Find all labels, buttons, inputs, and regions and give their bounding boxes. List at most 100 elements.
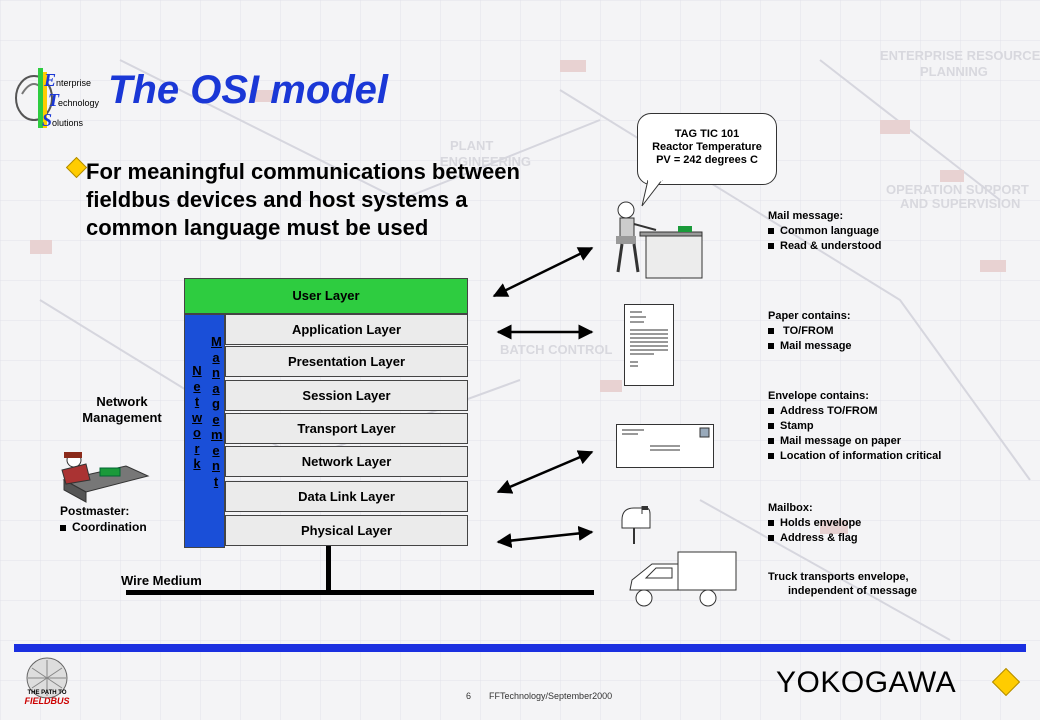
management-letter: a [212,349,220,365]
truck-icon [629,551,737,607]
envelope-heading: Envelope contains: [768,390,869,402]
yokogawa-wordmark: YOKOGAWA [776,666,957,699]
svg-text:T: T [48,90,60,110]
network-letter: w [192,409,203,425]
management-letter: g [212,396,220,411]
bullet-square-icon [768,328,774,335]
bullet-square-icon [768,243,774,250]
osi-layer-transport: Transport Layer [225,413,468,444]
svg-text:BATCH CONTROL: BATCH CONTROL [500,342,612,357]
network-management-bar [184,314,225,548]
osi-layer-presentation: Presentation Layer [225,346,468,377]
paper-item: TO/FROM [768,325,852,337]
bullet-square-icon [768,453,774,460]
bubble-line-1: TAG TIC 101 [674,128,740,140]
osi-layer-network: Network Layer [225,446,468,477]
mail-message-item-text: Read & understood [780,240,882,252]
logo-line-3: olutions [52,118,84,128]
bullet-square-icon [768,343,774,350]
envelope-block: Envelope contains: Address TO/FROM Stamp… [768,390,941,462]
arrows [492,246,594,549]
arrow-user-to-message [492,246,594,298]
paper-heading: Paper contains: [768,310,851,322]
svg-text:E: E [43,70,56,90]
page-title: The OSI model [108,68,389,112]
paper-block: Paper contains: TO/FROM Mail message [768,310,852,352]
postmaster-desk-icon [61,452,150,503]
badge-line-1: THE PATH TO [28,690,67,696]
envelope-item-text: Mail message on paper [780,435,902,447]
mailbox-icon [621,506,651,544]
network-letter: N [192,363,202,378]
svg-text:ENTERPRISE RESOURCE: ENTERPRISE RESOURCE [880,48,1040,63]
bullet-square-icon [768,535,774,542]
postmaster-item: Coordination [60,520,147,534]
bubble-line-2: Reactor Temperature [652,141,762,153]
mail-message-item: Common language [768,225,881,237]
logo-line-2: echnology [58,98,100,108]
logo-line-1: nterprise [56,78,91,88]
mailbox-item: Address & flag [768,532,861,544]
bullet-square-icon [60,524,66,531]
envelope-item-text: Stamp [780,420,814,432]
paper-item-text: TO/FROM [780,325,834,337]
bubble-tail [641,180,663,207]
management-letter: n [212,458,220,473]
envelope-item-text: Address TO/FROM [780,405,878,417]
path-to-fieldbus-logo: THE PATH TO FIELDBUS [25,657,70,706]
osi-layer-data-link: Data Link Layer [225,481,468,512]
network-letter: t [194,394,200,409]
mail-message-block: Mail message: Common language Read & und… [768,210,881,252]
badge-line-2: FIELDBUS [25,696,70,706]
envelope-icon [616,424,714,468]
management-letter: a [212,380,220,396]
network-letter: r [194,440,200,456]
management-letter: e [212,411,220,427]
network-letter: o [193,425,201,440]
user-layer: User Layer [184,278,468,314]
svg-text:OPERATION SUPPORT: OPERATION SUPPORT [886,182,1029,197]
mailbox-block: Mailbox: Holds envelope Address & flag [768,502,861,544]
wire-medium-line [126,546,594,595]
svg-text:ENGINEERING: ENGINEERING [440,154,531,169]
truck-block: Truck transports envelope, independent o… [768,571,917,597]
bullet-square-icon [768,520,774,527]
envelope-item: Stamp [768,420,941,432]
bullet-square-icon [768,228,774,235]
envelope-item-text: Location of information critical [780,450,942,462]
paper-item: Mail message [768,340,852,352]
stamp [699,427,710,438]
management-letter: M [211,334,222,349]
envelope-item: Mail message on paper [768,435,941,447]
network-management-label: Network Management [82,394,162,425]
postmaster-item-text: Coordination [72,520,147,534]
mailbox-item-text: Holds envelope [780,517,862,529]
wire-medium-label: Wire Medium [121,573,202,588]
network-letter: k [193,456,201,471]
footer-bar [14,644,1026,652]
paper-document-icon [624,304,674,386]
speech-bubble: TAG TIC 101 Reactor Temperature PV = 242… [637,113,777,185]
svg-text:PLANT: PLANT [450,138,493,153]
footnote-text: FFTechnology/September2000 [489,691,613,701]
osi-layer-session: Session Layer [225,380,468,411]
osi-layer-application: Application Layer [225,314,468,345]
ets-logo: E T S nterprise echnology olutions [15,68,100,130]
svg-text:AND SUPERVISION: AND SUPERVISION [900,196,1020,211]
envelope-item: Location of information critical [768,450,941,462]
bullet-text: For meaningful communications between fi… [86,159,520,240]
bubble-line-3: PV = 242 degrees C [656,154,758,166]
person-reading-icon [616,201,703,279]
truck-heading: Truck transports envelope, [768,571,909,583]
truck-subtext: independent of message [788,585,917,597]
svg-text:PLANNING: PLANNING [920,64,988,79]
bullet-square-icon [768,438,774,445]
management-letter: m [211,427,223,442]
bullet-square-icon [768,408,774,415]
mailbox-heading: Mailbox: [768,502,813,514]
mail-message-item: Read & understood [768,240,881,252]
mailbox-item-text: Address & flag [780,532,858,544]
mail-message-heading: Mail message: [768,210,844,222]
